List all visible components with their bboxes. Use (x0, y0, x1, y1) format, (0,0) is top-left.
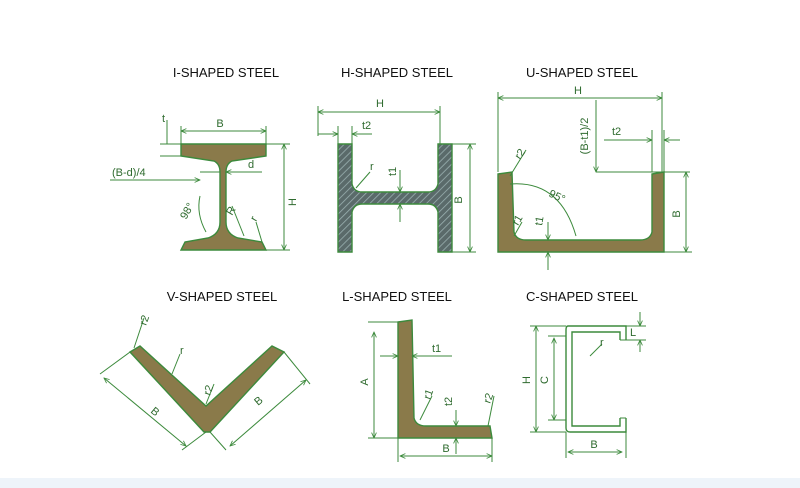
v-label-r: r (180, 345, 184, 357)
u-channel-profile (497, 171, 665, 253)
i-shaped-title: I-SHAPED STEEL (173, 65, 279, 80)
v-label-b-left: B (148, 405, 161, 419)
c-label-l: L (630, 327, 636, 339)
panel-i-shaped: I-SHAPED STEEL t B (B-d)/4 d H 98° R r (110, 65, 299, 251)
v-label-b-right: B (252, 394, 265, 408)
panel-l-shaped: L-SHAPED STEEL A t1 r1 t2 r2 B (342, 289, 496, 462)
h-label-b: B (453, 196, 465, 203)
panel-c-shaped: C-SHAPED STEEL r L H C B (521, 289, 646, 458)
c-channel-profile (565, 325, 627, 433)
c-shaped-title: C-SHAPED STEEL (526, 289, 638, 304)
v-shaped-title: V-SHAPED STEEL (167, 289, 278, 304)
h-beam-profile (337, 143, 453, 253)
v-angle-profile (128, 345, 286, 433)
l-label-r1: r1 (422, 388, 437, 401)
c-label-r: r (600, 337, 604, 349)
l-label-t1: t1 (432, 343, 441, 355)
l-label-t2: t2 (443, 397, 455, 406)
i-label-b: B (216, 118, 223, 130)
c-label-h: H (521, 376, 533, 384)
h-label-h: H (376, 98, 384, 110)
u-label-r2: r2 (513, 147, 528, 162)
l-angle-profile (397, 319, 493, 439)
panel-v-shaped: V-SHAPED STEEL r2 r r2 B B (99, 289, 311, 451)
l-label-b: B (442, 443, 449, 455)
l-label-a: A (359, 378, 371, 386)
i-label-angle: 98° (178, 201, 197, 221)
panel-u-shaped: U-SHAPED STEEL H (B-t1)/2 t2 r2 95° r1 t… (497, 65, 692, 270)
i-label-h: H (287, 198, 299, 206)
i-label-t: t (162, 113, 165, 125)
u-shaped-title: U-SHAPED STEEL (526, 65, 638, 80)
u-label-h: H (574, 85, 582, 97)
u-label-b: B (671, 210, 683, 217)
i-label-r-small: r (248, 214, 260, 223)
i-label-bd4: (B-d)/4 (112, 167, 146, 179)
u-label-bt12: (B-t1)/2 (579, 118, 591, 155)
bottom-band (0, 478, 800, 488)
l-shaped-title: L-SHAPED STEEL (342, 289, 452, 304)
c-label-b: B (590, 439, 597, 451)
h-label-t1: t1 (387, 167, 399, 176)
u-label-t1: t1 (533, 215, 546, 226)
h-label-r: r (370, 161, 374, 173)
l-label-r2: r2 (482, 392, 497, 405)
c-label-c: C (539, 376, 551, 384)
i-label-d: d (248, 159, 254, 171)
v-label-r2-top: r2 (138, 314, 153, 327)
u-label-t2: t2 (612, 126, 621, 138)
panel-h-shaped: H-SHAPED STEEL H t2 r t1 B (318, 65, 476, 253)
u-label-angle: 95° (547, 188, 567, 206)
h-shaped-title: H-SHAPED STEEL (341, 65, 453, 80)
h-label-t2: t2 (362, 120, 371, 132)
v-label-r2-mid: r2 (202, 384, 217, 397)
